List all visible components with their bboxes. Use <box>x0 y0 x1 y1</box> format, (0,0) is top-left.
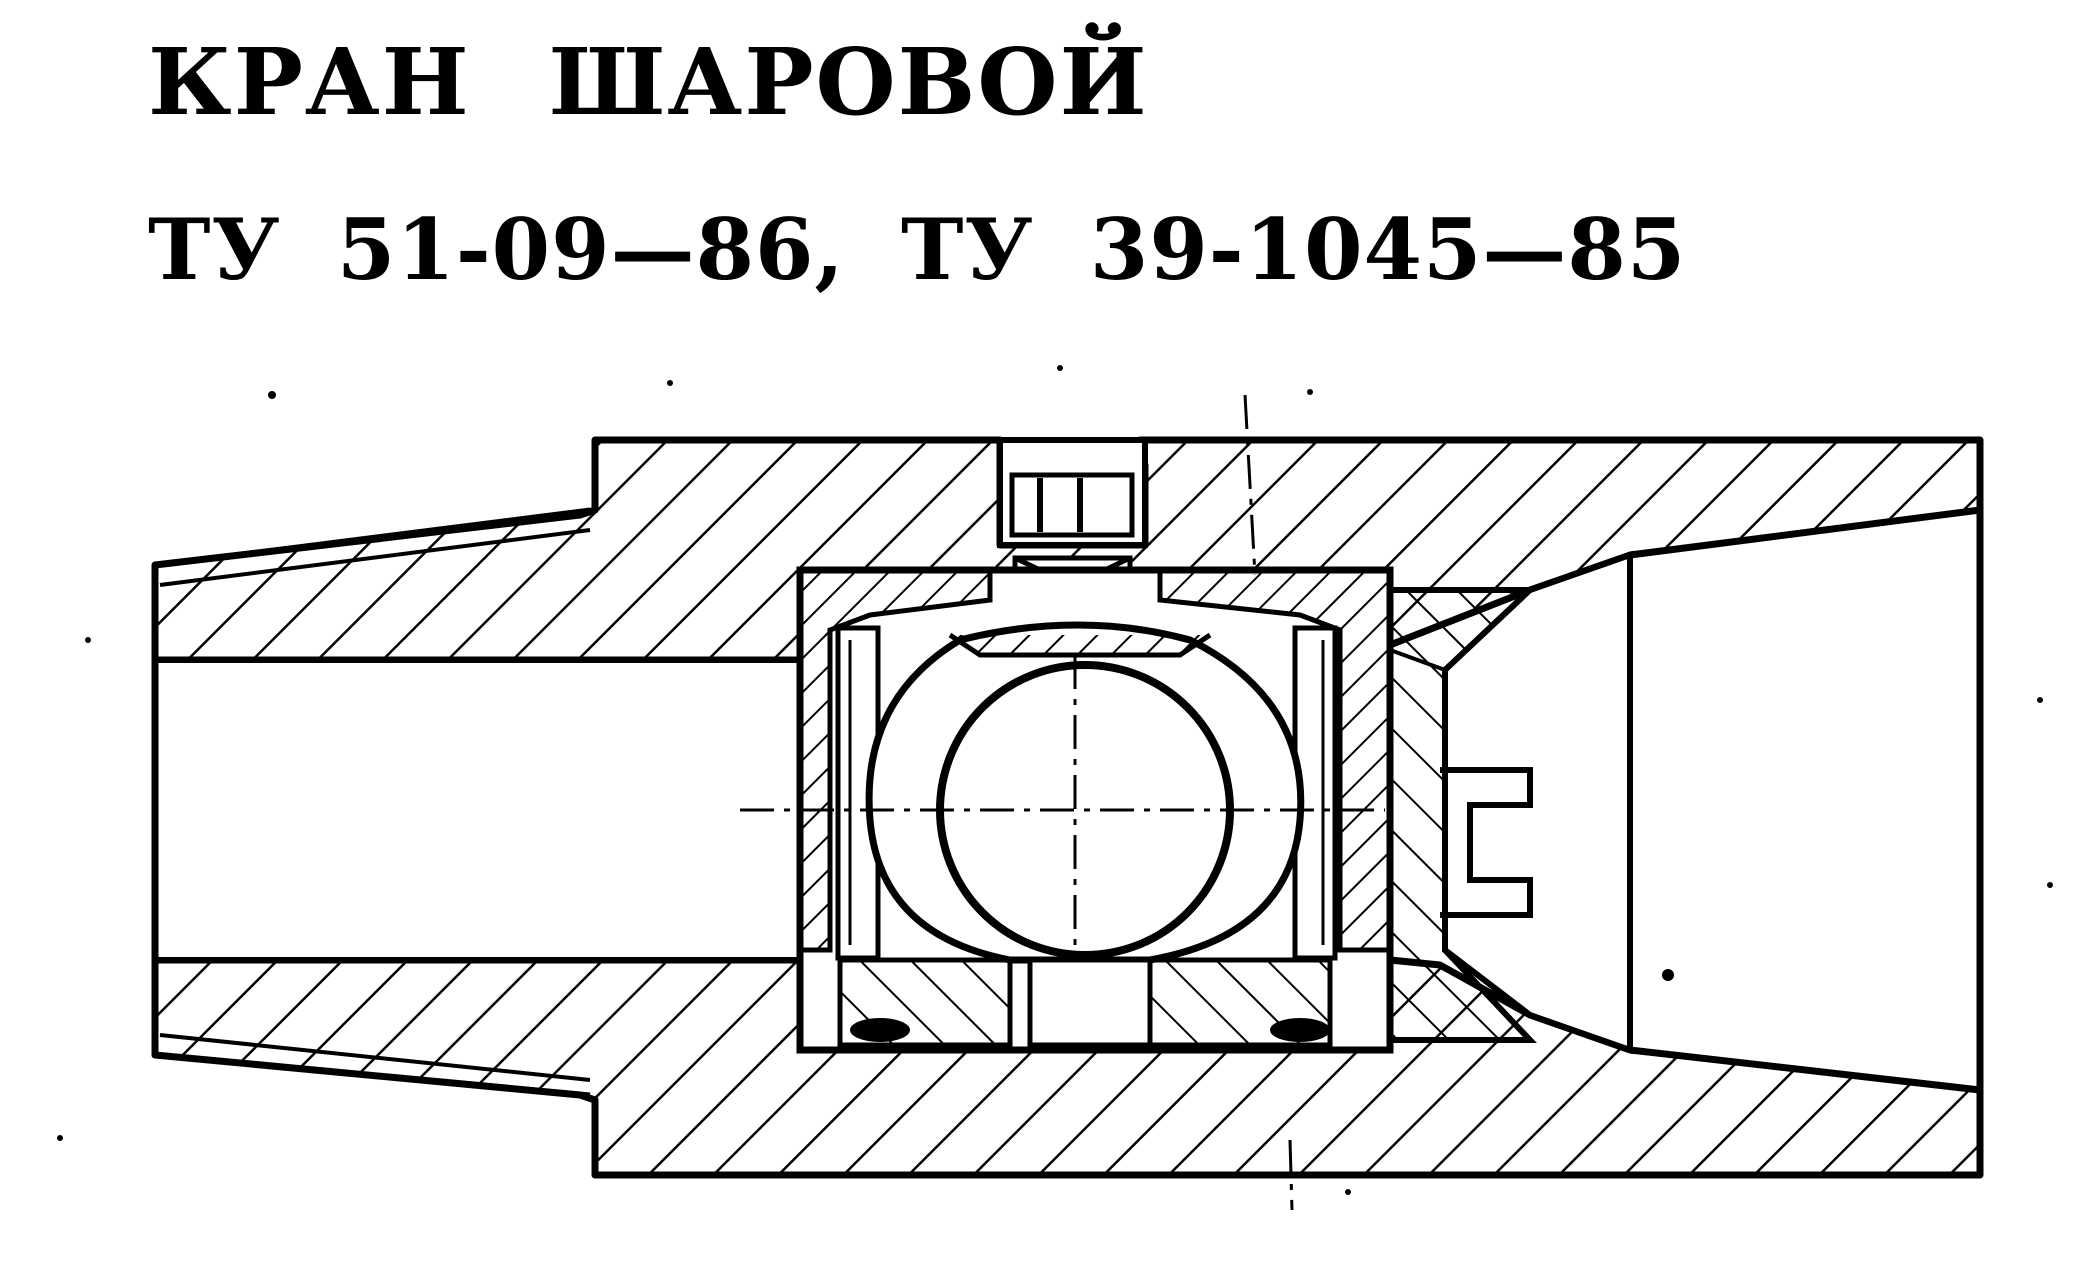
center-lines <box>740 394 1385 1211</box>
left-bore <box>151 565 800 1055</box>
scan-specks <box>57 365 2053 1195</box>
standards-subtitle: ТУ 51-09—86, ТУ 39-1045—85 <box>148 200 1687 299</box>
ball-element <box>865 621 1305 1048</box>
document-title: КРАН ШАРОВОЙ <box>148 28 1149 136</box>
right-bore-with-key-slot <box>1440 440 1984 1175</box>
